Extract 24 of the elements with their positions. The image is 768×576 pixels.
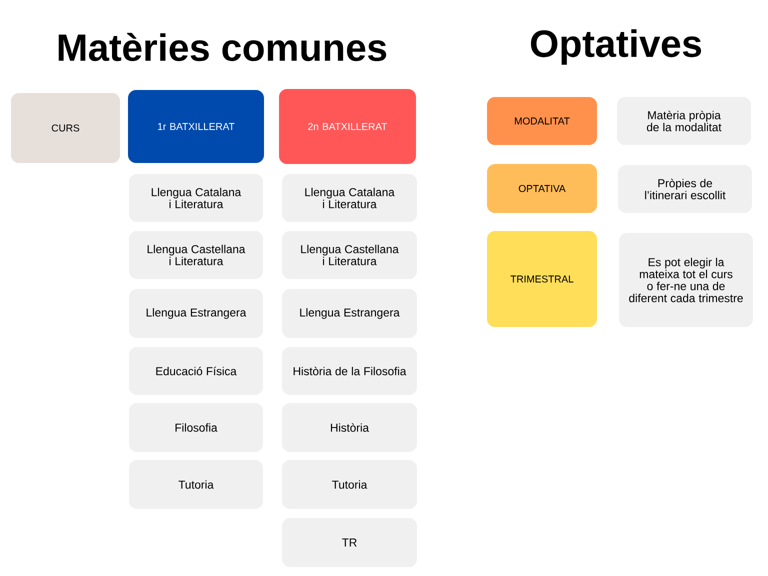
subject-box: Filosofia bbox=[129, 403, 263, 452]
subject-box: Tutoria bbox=[282, 460, 417, 509]
subject-box: Tutoria bbox=[129, 460, 263, 509]
category-box: OPTATIVA bbox=[487, 164, 597, 213]
subject-box: Llengua Castellana i Literatura bbox=[282, 231, 417, 279]
category-box: CURS bbox=[11, 93, 120, 163]
category-box: MODALITAT bbox=[487, 97, 597, 145]
section-heading: Optatives bbox=[530, 29, 702, 65]
category-box: 1r BATXILLERAT bbox=[128, 90, 264, 163]
subject-box: Es pot elegir la mateixa tot el curs o fer-ne una de diferent cada trimestre bbox=[619, 233, 753, 327]
subject-box: Història bbox=[282, 403, 417, 452]
subject-box: Educació Física bbox=[129, 347, 263, 395]
subject-box: Llengua Castellana i Literatura bbox=[129, 231, 263, 279]
section-heading: Matèries comunes bbox=[58, 32, 386, 62]
subject-box: Pròpies de l’itinerari escollit bbox=[618, 165, 752, 213]
subject-box: Matèria pròpia de la modalitat bbox=[617, 97, 751, 145]
subject-box: Història de la Filosofia bbox=[282, 347, 417, 395]
subject-box: Llengua Catalana i Literatura bbox=[282, 174, 417, 222]
subject-box: Llengua Estrangera bbox=[129, 289, 263, 338]
subject-box: TR bbox=[282, 518, 417, 567]
subject-box: Llengua Estrangera bbox=[282, 289, 417, 338]
category-box: TRIMESTRAL bbox=[487, 231, 597, 327]
category-box: 2n BATXILLERAT bbox=[279, 89, 416, 164]
subject-box: Llengua Catalana i Literatura bbox=[129, 174, 263, 222]
